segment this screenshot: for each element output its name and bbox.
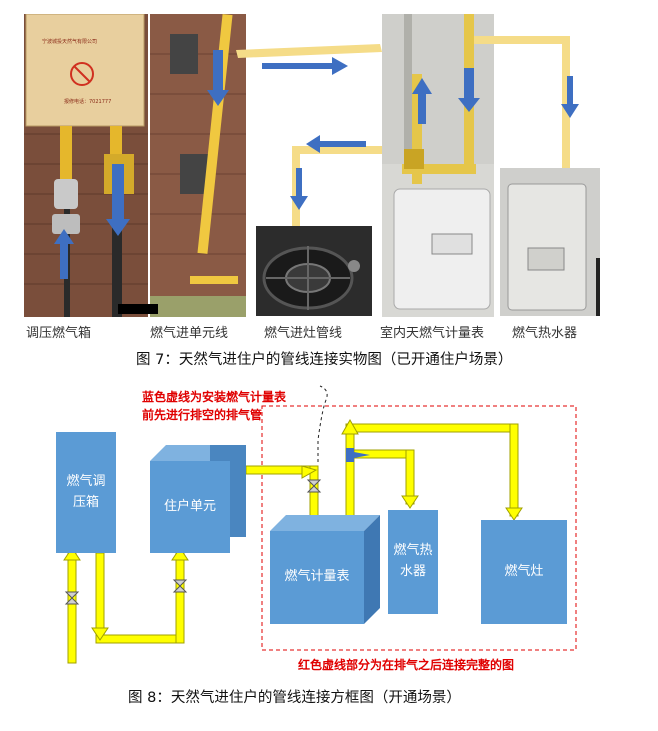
caption-regulator-cabinet: 调压燃气箱 (26, 326, 92, 341)
pipe-to-stove (509, 423, 519, 517)
red-dashed-region (261, 405, 577, 651)
caption-stove-line: 燃气进灶管线 (264, 326, 343, 341)
pipe-regulator-down (67, 552, 77, 664)
vent-note-line2: 前先进行排空的排气管 (142, 408, 263, 422)
caption-water-heater: 燃气热水器 (512, 326, 578, 341)
photo-unit-entry-line (150, 14, 246, 317)
blue-tee-connector (346, 448, 354, 462)
box-gas-stove-label: 燃气灶 (504, 563, 544, 579)
valve-regulator (64, 591, 80, 605)
vent-pipe-dashed (317, 385, 328, 462)
photo-stove-line (256, 226, 372, 316)
photo-indoor-meter (382, 14, 494, 317)
box-gas-meter: 燃气计量表 (270, 531, 364, 624)
box-water-heater-label: 燃气热 水器 (393, 543, 433, 579)
pipe-bottom-run (95, 634, 185, 644)
vent-note-line1: 蓝色虚线为安装燃气计量表 (142, 390, 287, 404)
cabinet-company-label: 宁波城投天然气有限公司 (42, 39, 98, 45)
box-residential-unit-label: 住户单元 (163, 498, 216, 514)
arrow-to-meter (262, 57, 348, 75)
box-gas-stove: 燃气灶 (481, 520, 567, 624)
pipe-meter-riser (345, 423, 355, 527)
photo-regulator-cabinet: 宁波城投天然气有限公司 报修电话：7021777 (24, 14, 148, 317)
cabinet-phone-label: 报修电话：7021777 (64, 99, 112, 105)
box-gas-regulator-label: 燃气调 压箱 (66, 473, 106, 510)
figure8-caption: 图 8：天然气进住户的管线连接方框图（开通场景） (128, 690, 461, 706)
box-gas-meter-label: 燃气计量表 (284, 569, 350, 585)
box-water-heater: 燃气热 水器 (388, 510, 438, 614)
box-gas-regulator: 燃气调 压箱 (56, 432, 116, 553)
meter-box-3d-faces (270, 515, 380, 624)
caption-indoor-meter: 室内天燃气计量表 (380, 326, 485, 341)
red-region-note: 红色虚线部分为在排气之后连接完整的图 (298, 658, 515, 672)
caption-unit-entry-line: 燃气进单元线 (150, 326, 229, 341)
valve-unit (172, 579, 188, 593)
black-mark (118, 304, 158, 314)
pipe-top-run (345, 423, 519, 433)
figure7-caption: 图 7：天然气进住户的管线连接实物图（已开通住户场景） (136, 352, 513, 368)
valve-meter-inlet (306, 479, 322, 493)
arrow-to-stove-line (306, 135, 366, 153)
arrow-to-heater (561, 76, 579, 118)
arrow-to-stove (290, 168, 308, 210)
unit-box-3d-faces (150, 445, 210, 461)
photo-connector-overlay (236, 36, 579, 226)
photo-water-heater (500, 168, 600, 316)
box-residential-unit: 住户单元 (150, 461, 230, 553)
